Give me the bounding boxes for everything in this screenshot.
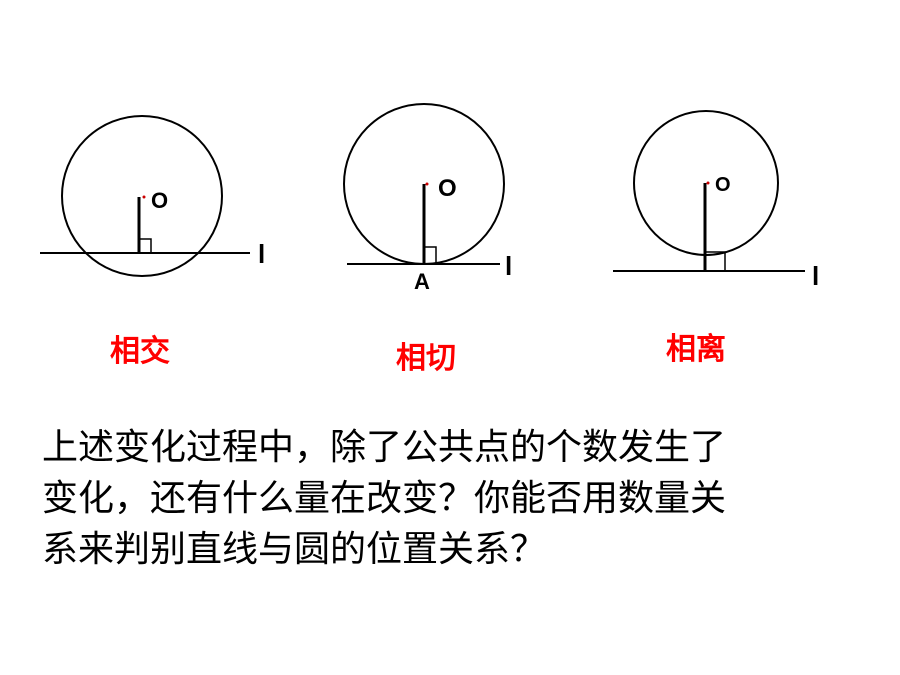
right-angle-mark-intersect [139,238,152,253]
center-label-separate: O [715,174,731,196]
question-line-2: 变化，还有什么量在改变？你能否用数量关 [42,478,727,519]
right-angle-mark-tangent [424,246,437,264]
question-line-1: 上述变化过程中，除了公共点的个数发生了 [42,427,727,468]
center-dot-tangent [425,182,429,186]
line-label-intersect: l [258,239,265,269]
point-label-tangent: A [414,269,430,294]
right-angle-mark-separate [705,251,726,271]
figure-intersect: O l [40,115,265,277]
figure-tangent: O A l [343,103,512,294]
caption-tangent: 相切 [396,341,456,376]
question-text: 上述变化过程中，除了公共点的个数发生了 变化，还有什么量在改变？你能否用数量关 … [42,422,842,575]
caption-separate: 相离 [666,332,726,367]
caption-intersect: 相交 [110,334,170,369]
figure-separate: O l [613,110,819,291]
line-label-tangent: l [505,251,512,281]
center-dot-separate [706,181,710,185]
circle-intersect [61,115,223,277]
center-label-intersect: O [151,188,168,213]
question-line-3: 系来判别直线与圆的位置关系？ [42,529,547,570]
center-dot-intersect [142,195,146,199]
center-label-tangent: O [438,175,457,202]
line-label-separate: l [812,261,819,291]
